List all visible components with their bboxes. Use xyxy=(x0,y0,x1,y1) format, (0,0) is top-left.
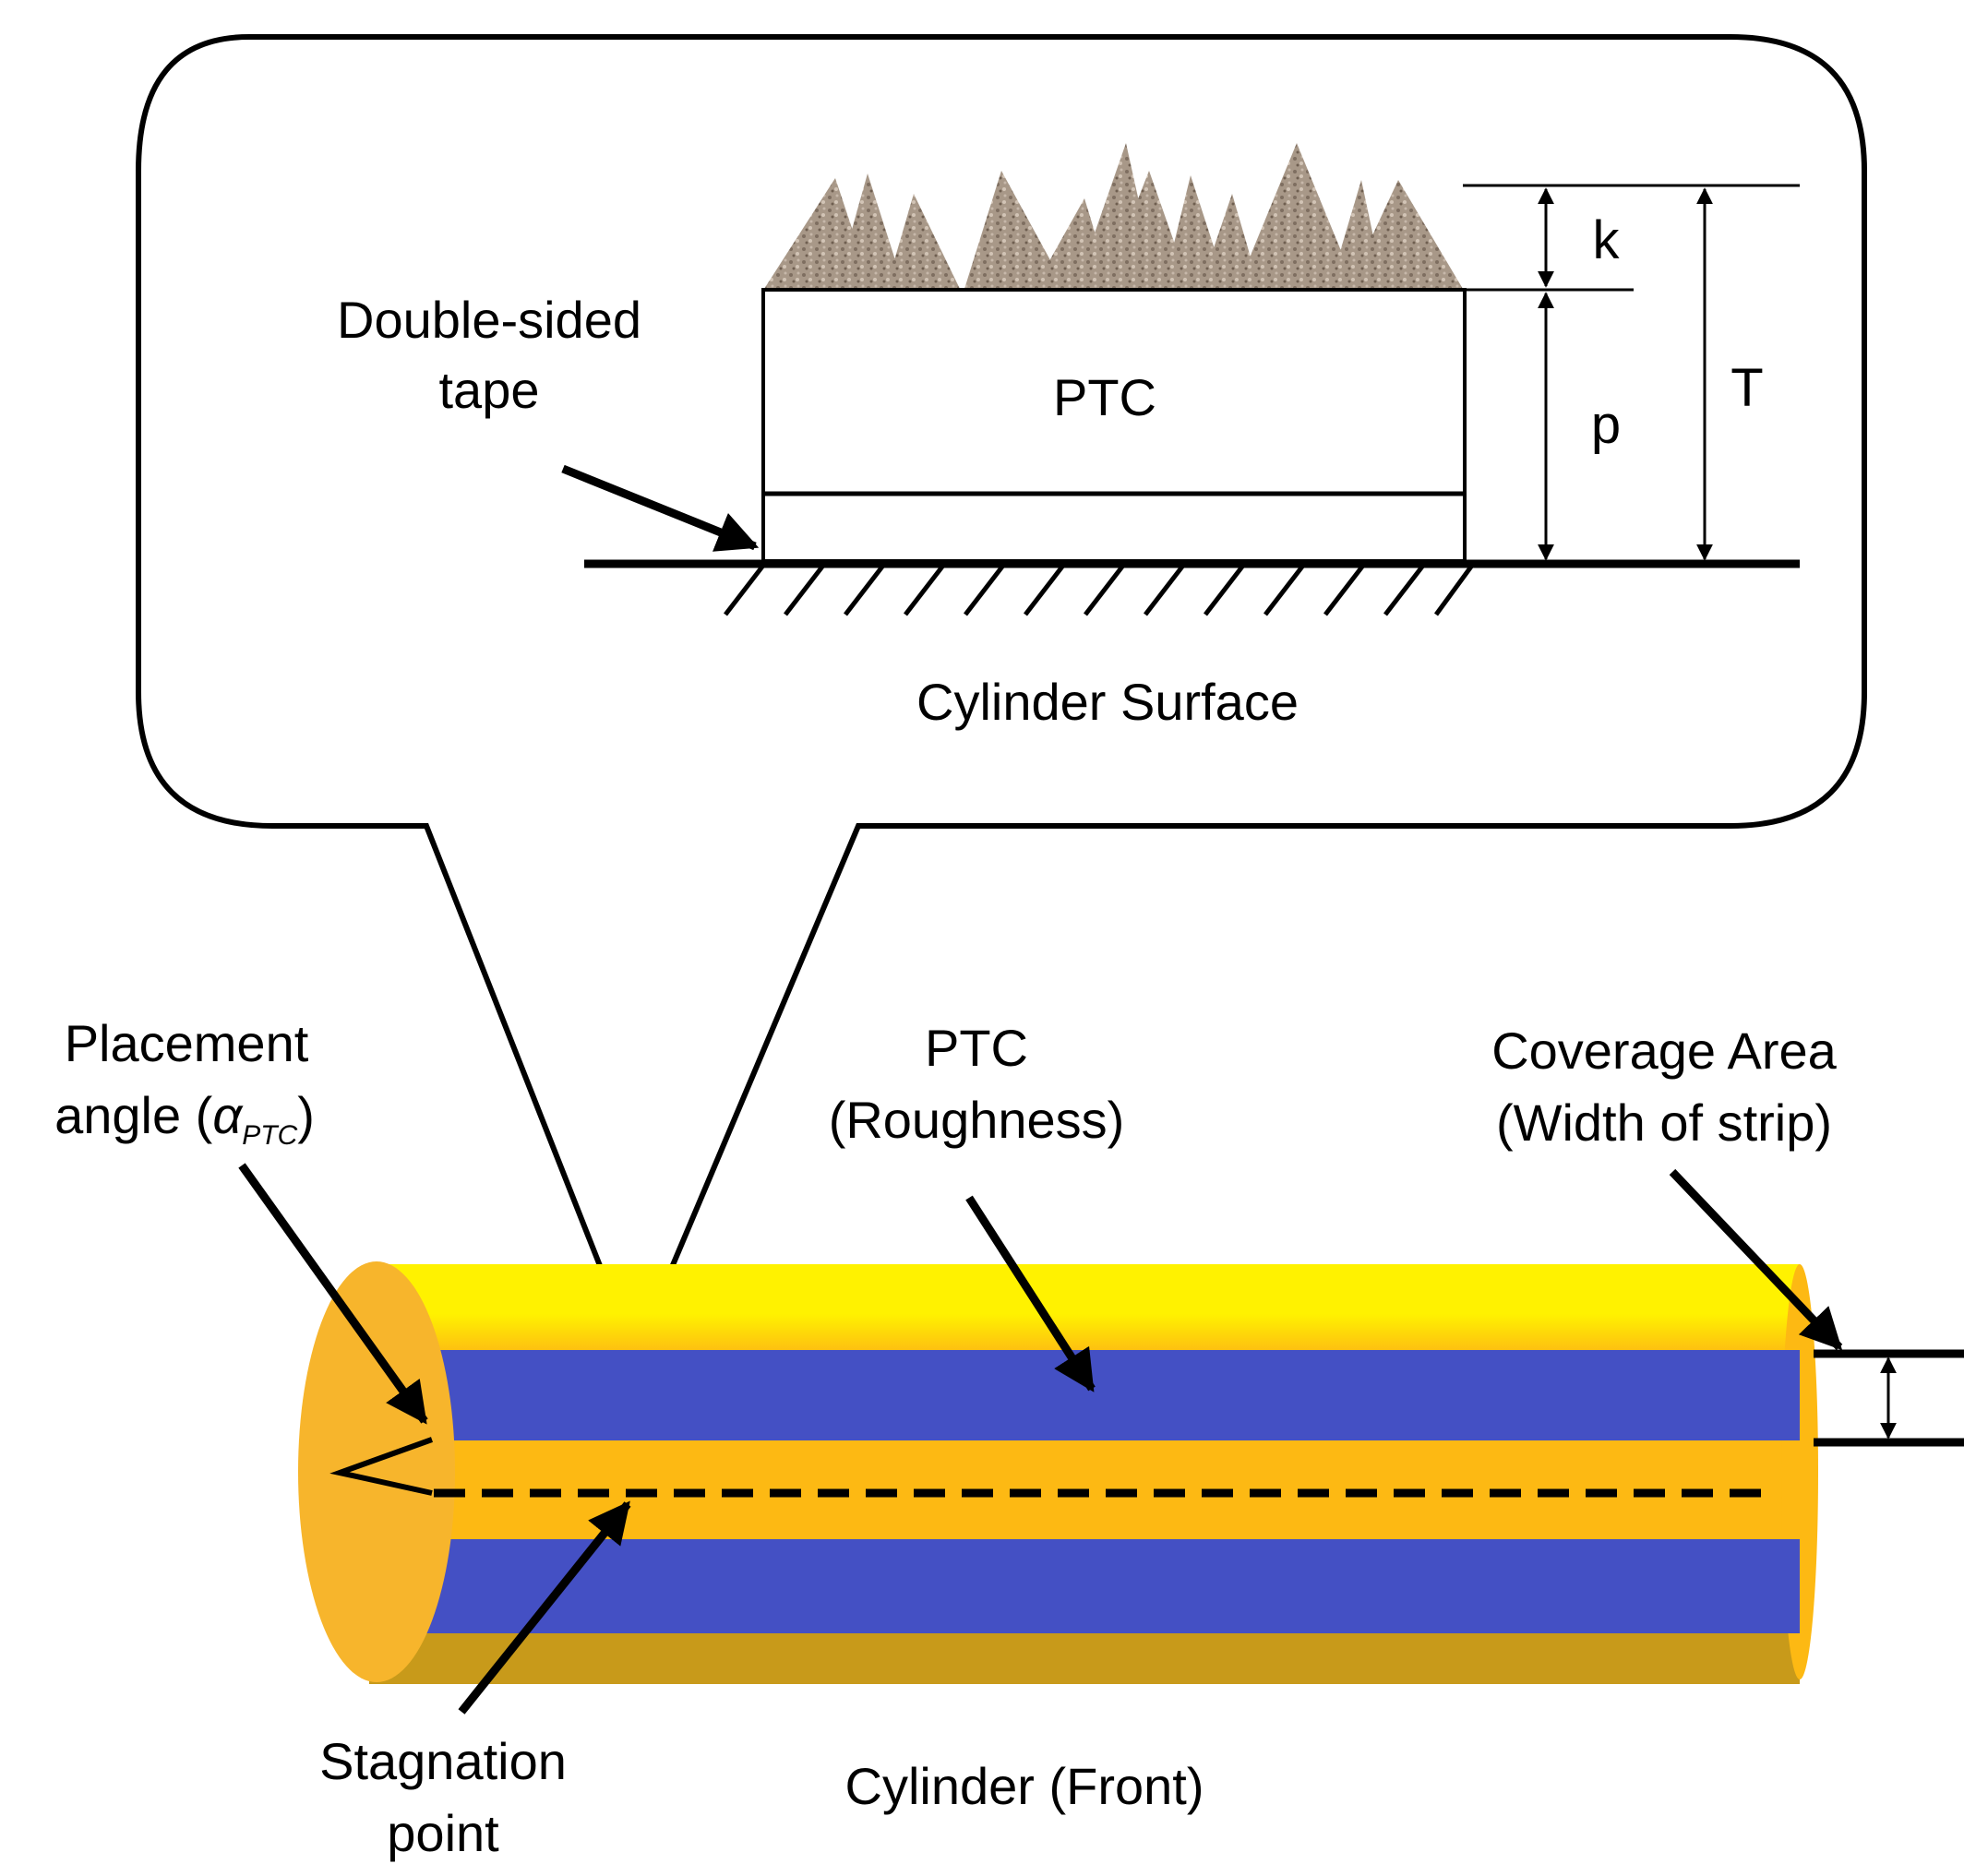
stagnation-point-label-line2: point xyxy=(387,1804,499,1862)
coverage-area-label-line1: Coverage Area xyxy=(1491,1022,1837,1080)
cylinder-bottom-shade xyxy=(369,1633,1800,1684)
stagnation-point-arrow xyxy=(458,1500,631,1715)
surface-hatching xyxy=(724,565,1474,616)
dim-label-p: p xyxy=(1591,395,1621,455)
cylinder xyxy=(298,1261,1818,1684)
cylinder-end-cap xyxy=(298,1261,455,1682)
placement-angle-label-line2: angle (αPTC) xyxy=(54,1086,315,1151)
ptc-layer-box xyxy=(761,288,1467,563)
roughness-grains xyxy=(764,143,1463,289)
stagnation-point-label-line1: Stagnation xyxy=(319,1732,567,1790)
placement-angle-wedge xyxy=(329,1437,434,1496)
double-sided-tape-label-line1: Double-sided xyxy=(337,291,641,349)
cylinder-front-label: Cylinder (Front) xyxy=(845,1757,1204,1815)
ptc-roughness-label-line1: PTC xyxy=(925,1019,1028,1077)
placement-angle-arrow xyxy=(238,1163,428,1425)
tape-pointer-arrow xyxy=(561,464,760,552)
ptc-strip-lower xyxy=(397,1539,1800,1633)
cylinder-surface-label: Cylinder Surface xyxy=(916,673,1299,731)
placement-angle-label-line1: Placement xyxy=(65,1014,309,1072)
double-sided-tape-label-line2: tape xyxy=(439,361,540,419)
ptc-roughness-label-line2: (Roughness) xyxy=(829,1091,1125,1149)
ptc-layer-label: PTC xyxy=(1053,368,1156,426)
ptc-strip-upper xyxy=(415,1350,1800,1440)
dim-label-k: k xyxy=(1593,210,1621,270)
ptc-roughness-arrow xyxy=(965,1195,1096,1392)
coverage-area-arrow xyxy=(1669,1168,1843,1351)
coverage-area-label-line2: (Width of strip) xyxy=(1496,1093,1832,1152)
dim-label-T: T xyxy=(1730,358,1763,418)
